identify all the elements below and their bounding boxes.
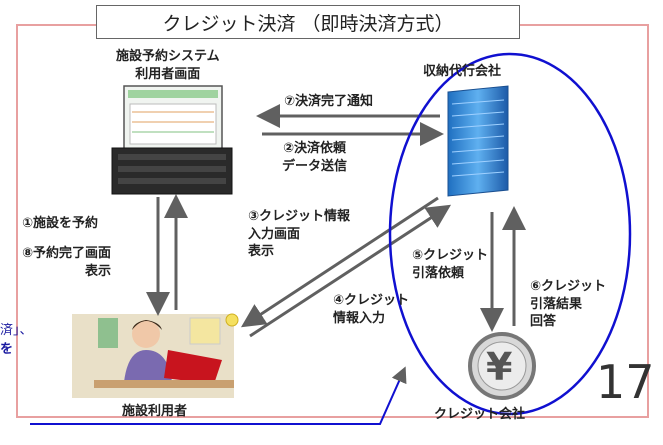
agency-label: 収納代行会社	[423, 64, 502, 79]
highlight-ellipse	[388, 52, 632, 416]
flow-arrows	[146, 104, 526, 338]
arrow-step4	[249, 204, 452, 338]
diagram-title: クレジット決済 （即時決済方式）	[96, 5, 520, 39]
step3-label: ③クレジット情報 入力画面 表示	[248, 209, 351, 260]
step5-label: ⑤クレジット 引落依頼	[412, 248, 489, 281]
system-label: 施設予約システム 利用者画面	[116, 49, 220, 82]
step6-label: ⑥クレジット 引落結果 回答	[530, 279, 607, 330]
credit-company-label: クレジット会社	[434, 407, 526, 422]
step8-label: ⑧予約完了画面 表示	[22, 246, 112, 279]
arrow-step3	[240, 196, 439, 328]
step1-label: ①施設を予約	[22, 216, 99, 231]
page-number: 17	[596, 355, 655, 409]
side-note-line1: 済」、	[0, 323, 33, 338]
step4-label: ④クレジット 情報入力	[333, 293, 410, 326]
side-note-line2: を	[0, 342, 14, 357]
callout-pointer	[30, 366, 407, 425]
step7-label: ⑦決済完了通知	[284, 94, 374, 109]
server-computer-icon	[111, 85, 233, 195]
yen-symbol: ¥	[486, 345, 513, 389]
user-with-laptop-icon	[72, 313, 239, 398]
office-building-icon	[447, 85, 509, 197]
step2-label: ②決済依頼 データ送信	[282, 141, 348, 174]
user-label: 施設利用者	[122, 404, 188, 419]
yen-coin-icon	[468, 332, 536, 400]
